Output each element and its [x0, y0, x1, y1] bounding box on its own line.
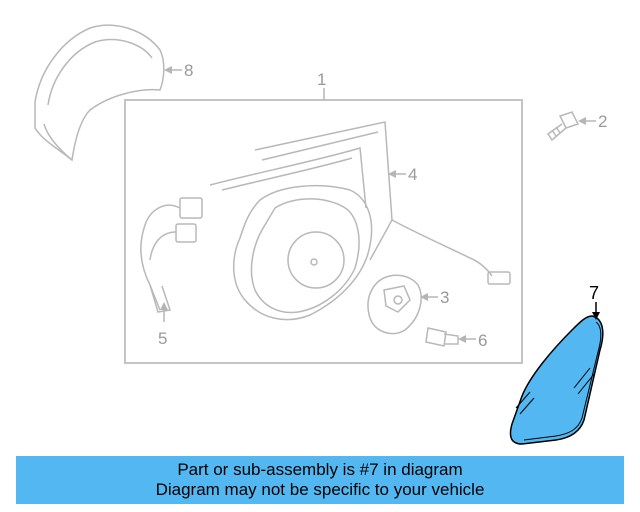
- part-5-harness[interactable]: [140, 197, 203, 313]
- info-banner: Part or sub-assembly is #7 in diagram Di…: [16, 456, 624, 504]
- parts-diagram: 1 8 2 4 5: [34, 24, 607, 445]
- part-3-actuator[interactable]: [367, 274, 422, 335]
- part-4-mirror-housing[interactable]: [209, 121, 511, 321]
- banner-line-2: Diagram may not be specific to your vehi…: [155, 480, 485, 499]
- part-7-mirror-glass[interactable]: [509, 315, 604, 445]
- arrowhead-8: [164, 66, 172, 74]
- arrowhead-5: [160, 302, 168, 310]
- part-6-bolt[interactable]: [425, 327, 459, 347]
- callout-7: 7: [589, 283, 599, 303]
- arrowhead-2: [578, 117, 586, 125]
- banner-line-1: Part or sub-assembly is #7 in diagram: [177, 460, 463, 479]
- callout-3: 3: [440, 288, 449, 307]
- callout-6: 6: [478, 331, 487, 350]
- arrowhead-6: [458, 335, 466, 343]
- assembly-frame: [124, 99, 523, 364]
- part-2-screw[interactable]: [546, 111, 580, 142]
- part-8-mirror-cover[interactable]: [34, 24, 165, 162]
- callout-4: 4: [408, 165, 417, 184]
- callout-1: 1: [317, 70, 326, 89]
- callout-5: 5: [158, 329, 167, 348]
- arrowhead-3: [420, 293, 428, 301]
- callout-8: 8: [184, 61, 193, 80]
- arrowhead-4: [388, 170, 396, 178]
- arrowhead-7: [592, 312, 600, 320]
- callout-2: 2: [598, 112, 607, 131]
